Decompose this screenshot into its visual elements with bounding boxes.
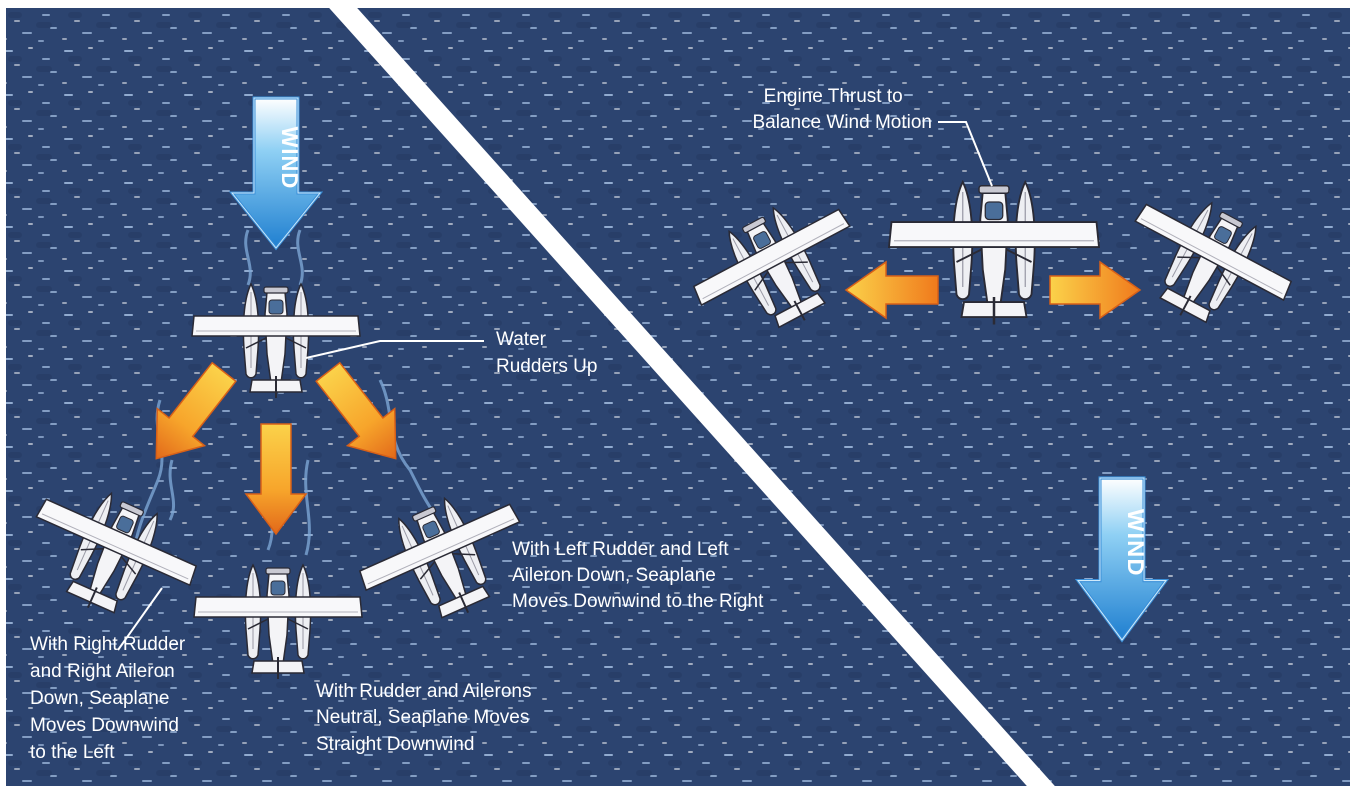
wind-arrow-icon: WIND [1076,476,1168,642]
wind-label-left: WIND [277,127,302,190]
leader-line [305,340,484,359]
engine-thrust-label: Engine Thrust to Balance Wind Motion [752,86,932,133]
movement-arrow-icon [844,260,939,320]
water-rudders-label: Water Rudders Up [496,329,597,377]
left-rudder-label: With Left Rudder and Left Aileron Down, … [512,539,764,612]
leader-line [117,587,163,651]
neutral-label: With Rudder and Ailerons Neutral, Seapla… [316,681,537,755]
leader-line [938,121,993,187]
right-rudder-label: With Right Rudder and Right Aileron Down… [30,634,191,763]
panel-divider [322,0,1062,794]
movement-arrow-icon [1049,260,1142,320]
wind-arrow-icon: WIND [230,96,322,250]
wind-label-right: WIND [1123,509,1148,577]
